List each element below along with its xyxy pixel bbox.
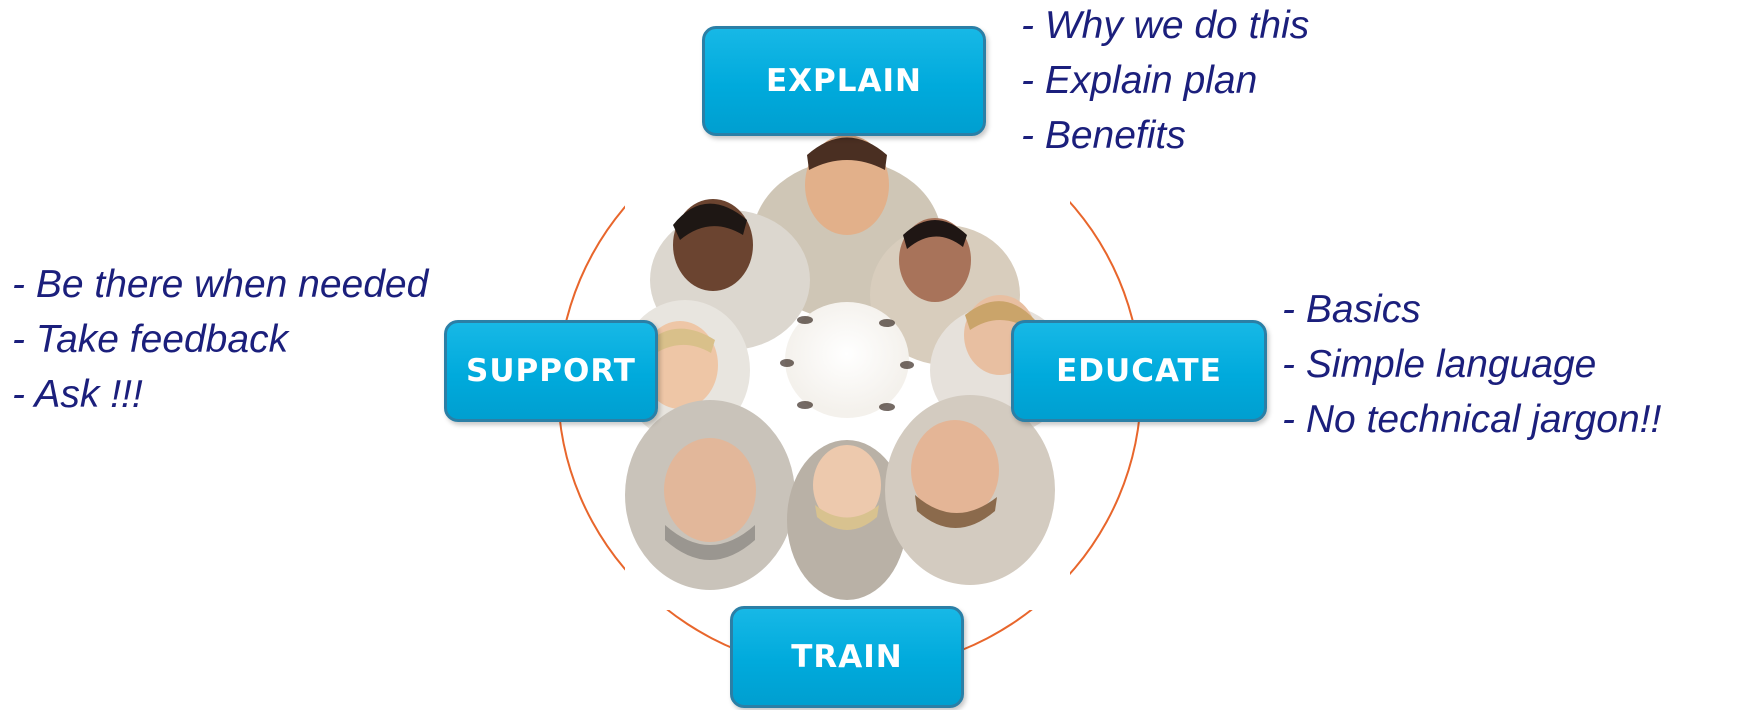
person-top-left xyxy=(650,199,810,350)
educate-notes: - Basics - Simple language - No technica… xyxy=(1282,282,1661,447)
stage-educate-box: EDUCATE xyxy=(1011,320,1267,422)
stage-support-label: SUPPORT xyxy=(466,353,636,389)
person-bottom xyxy=(787,440,907,600)
stage-train-label: TRAIN xyxy=(791,639,903,675)
support-note: - Take feedback xyxy=(12,318,289,361)
stage-train-box: TRAIN xyxy=(730,606,964,708)
explain-note: - Why we do this xyxy=(1021,4,1310,47)
educate-note: - Basics xyxy=(1282,288,1421,331)
explain-note: - Explain plan xyxy=(1021,59,1258,102)
support-note: - Ask !!! xyxy=(12,373,143,416)
stage-educate-label: EDUCATE xyxy=(1056,353,1222,389)
stage-support-box: SUPPORT xyxy=(444,320,658,422)
person-bottom-left xyxy=(625,400,795,590)
person-bottom-right xyxy=(885,395,1055,585)
explain-note: - Benefits xyxy=(1021,114,1186,157)
support-notes: - Be there when needed - Take feedback -… xyxy=(12,257,428,422)
educate-note: - No technical jargon!! xyxy=(1282,398,1662,441)
ring-center xyxy=(785,302,909,418)
stage-explain-box: EXPLAIN xyxy=(702,26,986,136)
stage-explain-label: EXPLAIN xyxy=(765,63,923,99)
people-circle-photo xyxy=(625,125,1070,610)
support-note: - Be there when needed xyxy=(12,263,429,306)
educate-note: - Simple language xyxy=(1282,343,1597,386)
explain-notes: - Why we do this - Explain plan - Benefi… xyxy=(1021,0,1309,163)
